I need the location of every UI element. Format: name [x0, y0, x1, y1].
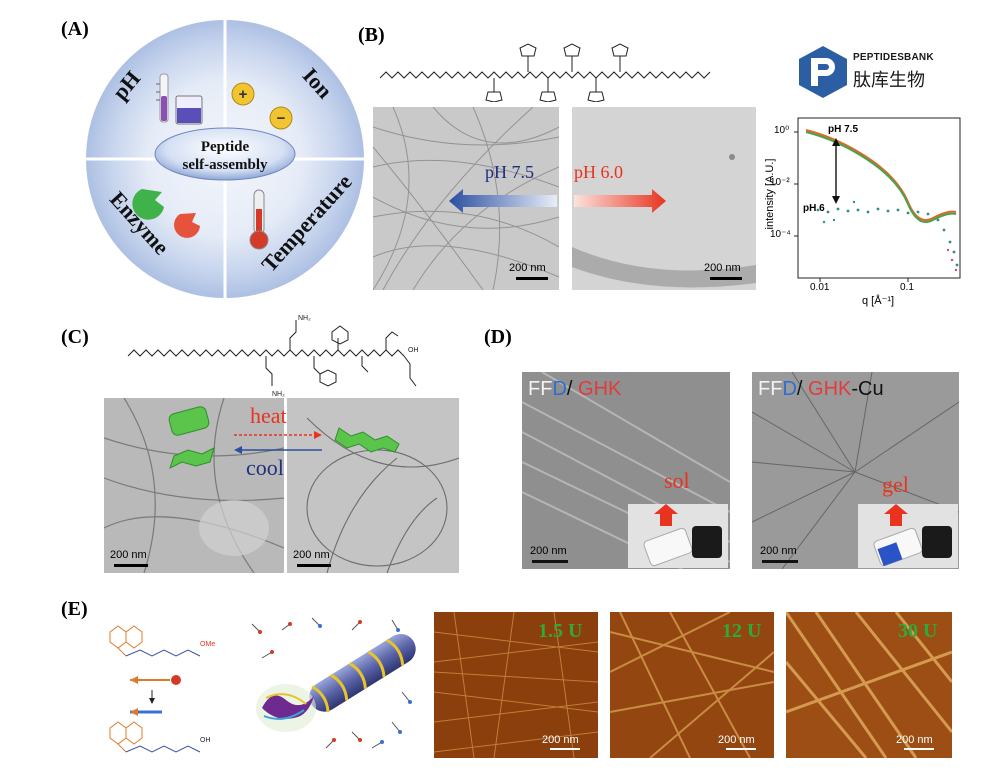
- afm-label: 30 U: [898, 620, 938, 642]
- saxs-xlabel: q [Å⁻¹]: [862, 295, 895, 307]
- scale-text: 200 nm: [110, 549, 147, 561]
- afm-label: 1.5 U: [538, 620, 583, 642]
- chem-label: NH₂: [298, 315, 311, 322]
- panel-d-label: (D): [484, 326, 512, 348]
- center-text-line1: Peptide: [201, 139, 250, 155]
- ffd-ghk-cu-title: FFD/ GHK-Cu: [758, 378, 884, 400]
- panel-b-label: (B): [358, 24, 385, 46]
- afm-image-2: 12 U 200 nm: [610, 612, 774, 758]
- cryo-tem-ph75: pH 7.5 200 nm: [373, 107, 559, 290]
- svg-text:−: −: [277, 110, 286, 127]
- saxs-ytick: 10⁻²: [770, 177, 790, 188]
- scale-bar: [904, 748, 934, 750]
- peptide-structure-c: NH₂ NH₂ OH: [127, 315, 419, 398]
- ffd-ghk-title: FFD/ GHK: [528, 378, 622, 400]
- afm-image-3: 30 U 200 nm: [786, 612, 952, 758]
- logo-text-zh: 肽库生物: [853, 70, 925, 91]
- scale-text: 200 nm: [293, 549, 330, 561]
- enzyme-red-icon: [174, 213, 200, 238]
- enzyme-protein-icon: [256, 684, 316, 732]
- logo-text-en: PEPTIDESBANK: [853, 52, 934, 63]
- saxs-xtick: 0.1: [900, 282, 914, 293]
- test-tube-icon: [156, 73, 169, 123]
- scale-text: 200 nm: [509, 262, 546, 274]
- vial-inset-gel: [858, 504, 958, 568]
- heat-label: heat: [250, 403, 287, 428]
- positive-ion-icon: +: [231, 82, 255, 106]
- panel-a-label: (A): [61, 18, 89, 40]
- scale-text: 200 nm: [896, 734, 933, 746]
- ph60-arrow: [574, 187, 666, 215]
- scale-text: 200 nm: [704, 262, 741, 274]
- scale-bar: [516, 277, 548, 280]
- fmoc-scheme: OMe OH: [109, 625, 215, 753]
- tem-image-gel: FFD/ GHK-Cu gel 200 nm: [752, 372, 959, 569]
- enzyme-green-icon: [132, 189, 164, 220]
- scale-bar: [726, 748, 756, 750]
- scale-text: 200 nm: [718, 734, 755, 746]
- ph75-label: pH 7.5: [485, 162, 534, 182]
- scale-text: 200 nm: [530, 545, 567, 557]
- center-text-line2: self-assembly: [183, 157, 268, 173]
- logo-hexagon-icon: [799, 46, 847, 98]
- sol-label: sol: [664, 468, 690, 493]
- tem-image-sol: FFD/ GHK sol 200 nm: [522, 372, 730, 569]
- saxs-ytick: 10⁻⁴: [770, 229, 791, 240]
- saxs-series-label: pH 7.5: [828, 124, 859, 135]
- gel-label: gel: [882, 472, 909, 497]
- scale-bar: [710, 277, 742, 280]
- saxs-ytick: 10⁰: [774, 125, 790, 136]
- center-ellipse: [154, 127, 296, 181]
- scale-text: 200 nm: [542, 734, 579, 746]
- panel-c-label: (C): [61, 326, 89, 348]
- svg-text:+: +: [239, 86, 248, 103]
- ph75-arrow: [449, 187, 557, 215]
- saxs-plot: intensity [A.U.] q [Å⁻¹] 10⁰ 10⁻² 10⁻⁴ 0…: [758, 110, 970, 310]
- afm-image-1: 1.5 U 200 nm: [434, 612, 598, 758]
- scale-bar: [532, 560, 568, 563]
- panel-e-label: (E): [61, 598, 88, 620]
- heat-arrow: [234, 431, 322, 439]
- scale-bar: [297, 564, 331, 567]
- scale-bar: [114, 564, 148, 567]
- scale-bar: [550, 748, 580, 750]
- peptidesbank-logo: PEPTIDESBANK 肽库生物: [797, 44, 947, 100]
- cool-label: cool: [246, 455, 284, 480]
- tem-image-right-c: 200 nm: [287, 398, 459, 573]
- negative-ion-icon: −: [269, 106, 293, 130]
- chem-label: NH₂: [272, 391, 285, 398]
- enzyme-fiber-diagram: [251, 617, 416, 749]
- vial-icon: [873, 504, 952, 567]
- tem-image-left-c: 200 nm: [104, 398, 284, 573]
- ph60-label: pH 6.0: [574, 162, 623, 182]
- beaker-icon: [175, 95, 203, 125]
- cryo-tem-ph60: pH 6.0 200 nm: [572, 107, 756, 290]
- vial-inset-sol: [628, 504, 728, 568]
- cool-arrow: [234, 446, 322, 454]
- thermometer-icon: [249, 189, 269, 250]
- peptide-structure-b: [379, 43, 711, 102]
- vial-icon: [643, 504, 722, 567]
- saxs-xtick: 0.01: [810, 282, 830, 293]
- scale-text: 200 nm: [760, 545, 797, 557]
- chem-label: OMe: [200, 641, 215, 648]
- chem-label: OH: [200, 737, 211, 744]
- stimuli-wheel: pH Ion Enzyme Temperature + − Peptide se…: [86, 20, 364, 298]
- saxs-series-label: pH 6: [803, 203, 825, 214]
- scale-bar: [762, 560, 798, 563]
- chem-label: OH: [408, 347, 419, 354]
- afm-label: 12 U: [722, 620, 762, 642]
